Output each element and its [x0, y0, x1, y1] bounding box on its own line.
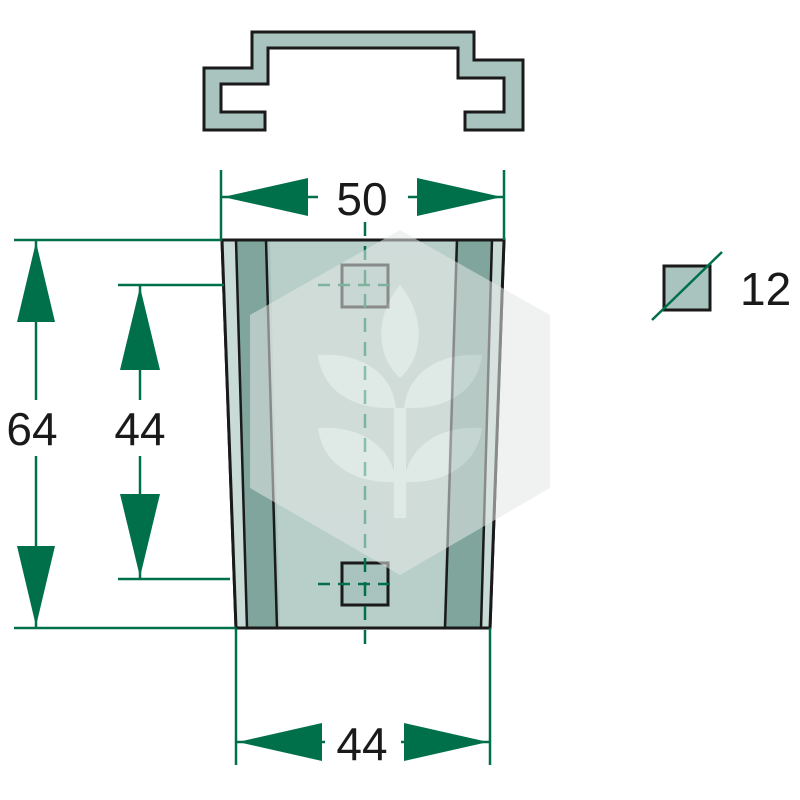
- dimension-total-height: 64: [0, 238, 236, 630]
- dimension-hole-spacing: 44: [104, 283, 230, 581]
- dimension-label-total-height: 64: [6, 403, 57, 455]
- dimension-label-hole-spacing: 44: [114, 403, 165, 455]
- square-hole-size-label: 12: [740, 263, 791, 315]
- dimension-top-width: 50: [219, 170, 506, 240]
- square-dimension-icon: [651, 251, 723, 321]
- cross-section-profile: [202, 30, 525, 132]
- dimension-label-top-width: 50: [336, 173, 387, 225]
- wheat-leaf-logo-icon: [250, 230, 550, 575]
- dimension-label-bottom-width: 44: [336, 718, 387, 770]
- dimension-bottom-width: 44: [234, 628, 492, 770]
